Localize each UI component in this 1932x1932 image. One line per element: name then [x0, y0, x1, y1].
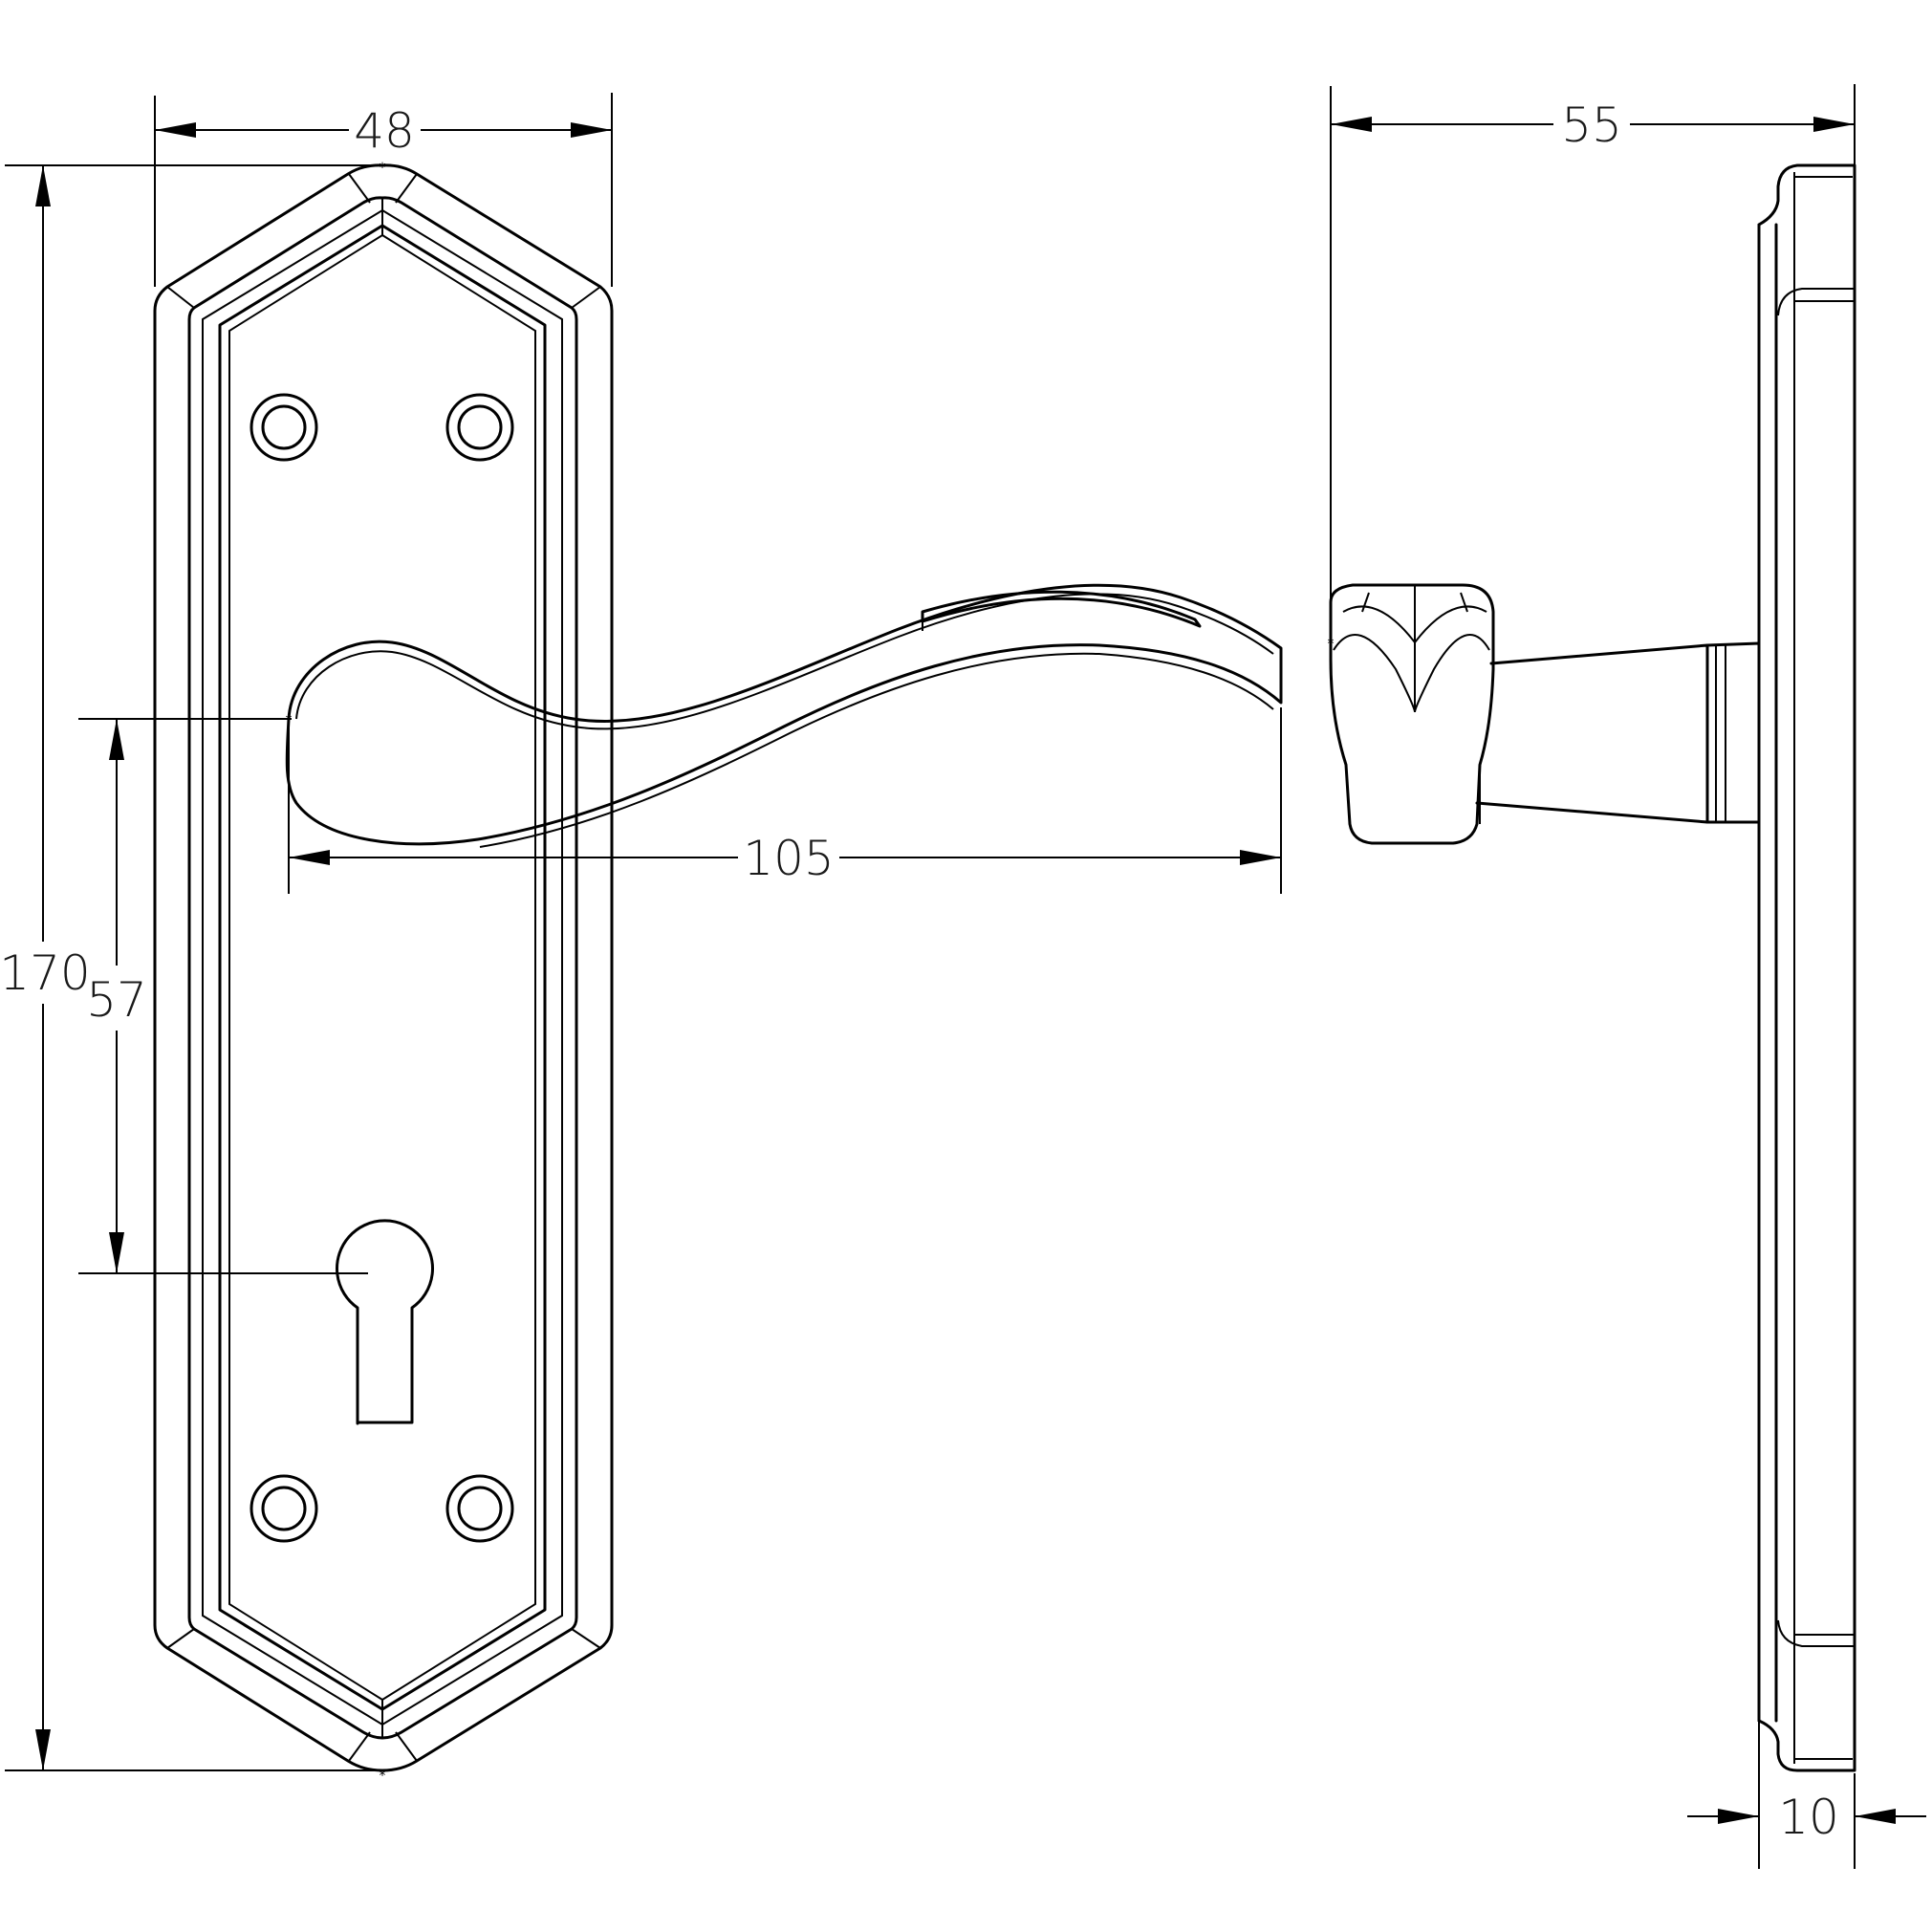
dimension-lever-length: 105	[288, 707, 1282, 894]
keyhole	[336, 1219, 434, 1425]
dimension-plate-height: 170	[0, 164, 382, 1771]
lever-highlight-groove	[921, 590, 1202, 628]
lever-handle-front-view	[285, 583, 1283, 848]
side-backplate-profile	[1757, 163, 1856, 1772]
label-plate-height: 170	[0, 945, 91, 1001]
backplate-inner-panel-2	[228, 233, 536, 1702]
dimension-plate-width: 48	[154, 93, 613, 287]
lever-inner-contour	[295, 593, 1274, 730]
dimension-plate-thickness: 10	[1687, 1721, 1926, 1869]
backplate-corner-facets	[166, 173, 601, 1762]
svg-text:*: *	[1328, 637, 1335, 652]
svg-text:*: *	[286, 713, 293, 728]
dimension-handle-to-keyhole: 57	[78, 718, 368, 1274]
screw-hole-bottom-right	[445, 1474, 514, 1543]
svg-text:*: *	[380, 161, 386, 176]
screw-hole-top-left	[250, 393, 318, 462]
label-projection: 55	[1561, 98, 1622, 153]
backplate-bevel-2	[202, 208, 563, 1726]
backplate-inner-panel	[218, 224, 547, 1711]
label-handle-to-keyhole: 57	[86, 972, 147, 1028]
label-lever-length: 105	[743, 831, 834, 886]
screw-hole-bottom-left	[250, 1474, 318, 1543]
centre-marks: * * * *	[286, 161, 1335, 1784]
label-plate-width: 48	[354, 103, 415, 159]
side-view	[1329, 163, 1856, 1772]
lever-outer-outline	[285, 583, 1283, 846]
backplate-bevel-1	[187, 196, 578, 1740]
side-lever-neck	[1475, 643, 1709, 824]
dimension-projection: 55	[1330, 84, 1856, 636]
svg-text:*: *	[380, 1769, 386, 1784]
backplate-front-view	[153, 163, 614, 1772]
side-lever-end	[1329, 583, 1495, 845]
backplate-outer-outline	[153, 163, 614, 1772]
lever-lower-contour	[479, 652, 1274, 848]
screw-hole-top-right	[445, 393, 514, 462]
label-plate-thickness: 10	[1778, 1790, 1839, 1845]
